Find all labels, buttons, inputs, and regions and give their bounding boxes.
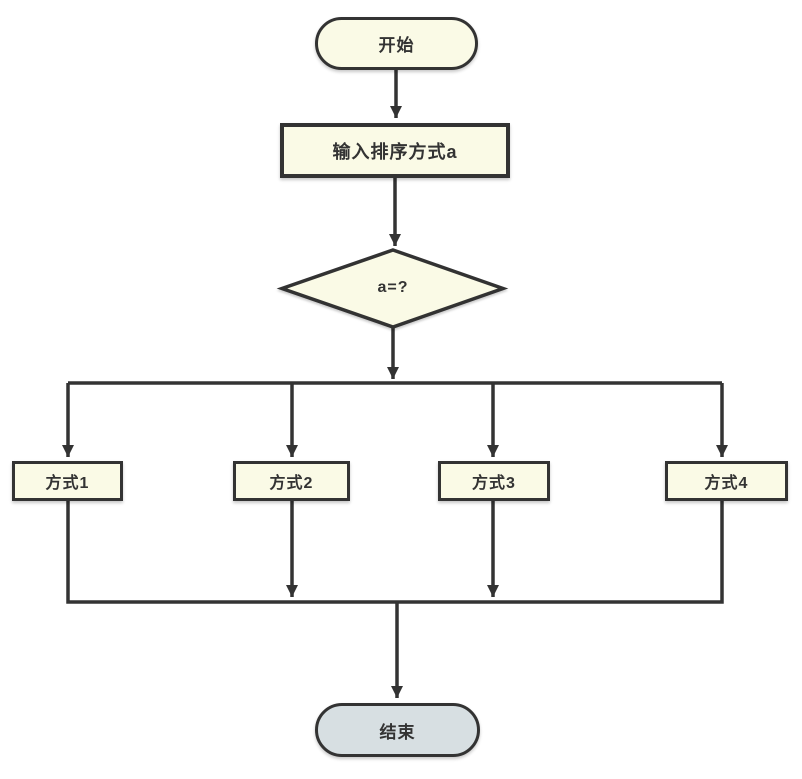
end-node-label: 结束 <box>379 722 416 742</box>
input-process-node: 输入排序方式a <box>280 123 510 178</box>
start-node: 开始 <box>315 17 478 70</box>
method2-node: 方式2 <box>233 461 350 501</box>
method3-node: 方式3 <box>438 461 550 501</box>
method4-node: 方式4 <box>665 461 788 501</box>
method1-node-label: 方式1 <box>45 475 90 492</box>
decision-diamond-shape <box>276 248 509 329</box>
start-node-label: 开始 <box>378 36 415 55</box>
method4-node-label: 方式4 <box>704 475 749 492</box>
input-process-node-label: 输入排序方式a <box>332 141 458 162</box>
decision-node-label: a=? <box>377 279 409 296</box>
end-node: 结束 <box>315 703 480 757</box>
method1-node: 方式1 <box>12 461 123 501</box>
method3-node-label: 方式3 <box>472 475 516 492</box>
decision-node-label-wrap: a=? <box>333 274 453 302</box>
edge-method4-merge <box>397 501 724 604</box>
edge-method1-merge <box>66 501 397 604</box>
method2-node-label: 方式2 <box>269 475 314 492</box>
